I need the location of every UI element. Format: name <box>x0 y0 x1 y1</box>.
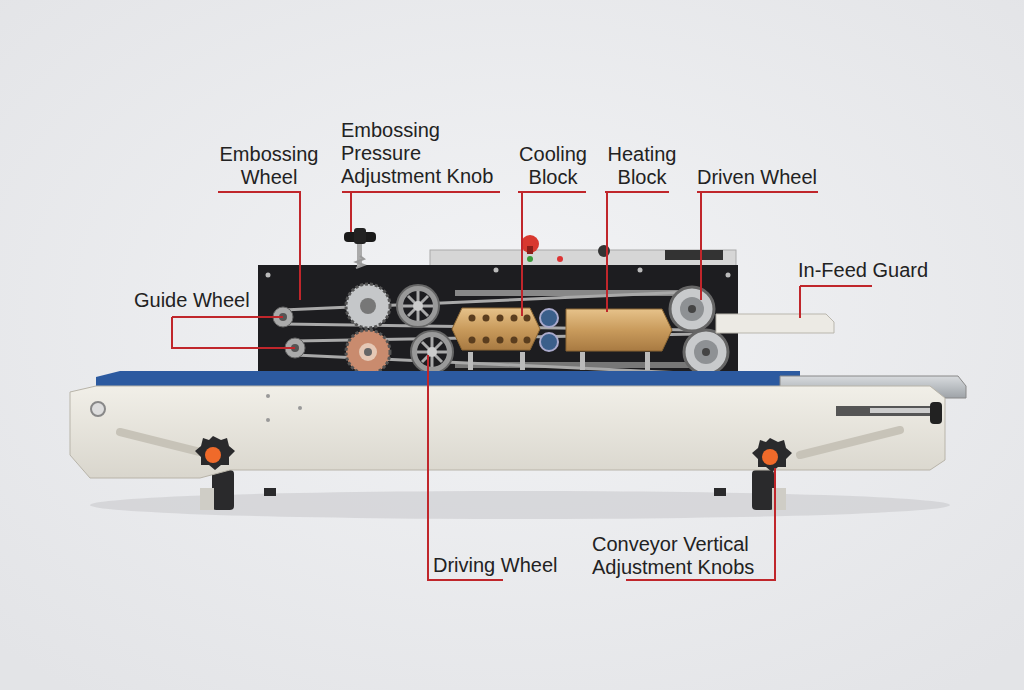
heating-block <box>566 309 672 370</box>
conveyor-belt <box>96 371 800 388</box>
part-label: Cooling Block <box>508 143 598 189</box>
embossing-wheels <box>346 284 390 374</box>
slot <box>800 430 900 455</box>
adjustment-knob <box>752 438 792 472</box>
guide-wheels <box>273 307 305 358</box>
slot <box>120 432 200 452</box>
part-label: Guide Wheel <box>134 289 274 312</box>
part-label: Driven Wheel <box>697 166 827 189</box>
rollers <box>540 309 558 351</box>
part-label: Conveyor Vertical Adjustment Knobs <box>592 533 782 579</box>
part-label: In-Feed Guard <box>798 259 948 282</box>
leader-lines <box>172 192 872 580</box>
switch <box>91 402 105 416</box>
in-feed-guard <box>716 314 834 333</box>
machine-body <box>70 386 945 478</box>
screws <box>266 394 302 422</box>
pressure-knob <box>344 228 376 268</box>
front-panel <box>258 265 738 377</box>
cooling-block <box>452 308 540 370</box>
part-label: Embossing Pressure Adjustment Knob <box>341 119 513 188</box>
adjustment-knob <box>195 436 235 470</box>
tray-latch <box>836 402 942 424</box>
part-label: Heating Block <box>596 143 688 189</box>
legs <box>200 470 786 510</box>
control-panel <box>430 235 736 266</box>
screws <box>266 268 731 278</box>
part-label: Embossing Wheel <box>210 143 328 189</box>
part-label: Driving Wheel <box>433 554 583 577</box>
spoked-wheels <box>397 285 453 373</box>
